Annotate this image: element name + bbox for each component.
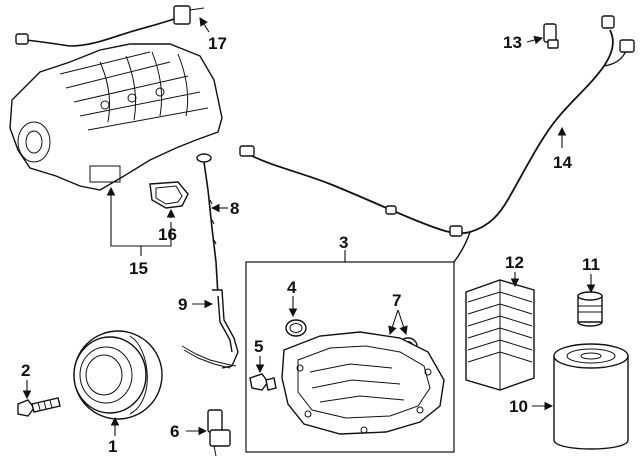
wiring-harness <box>239 15 635 263</box>
callout-13: 13 <box>503 33 522 52</box>
crankshaft-pulley <box>73 330 163 420</box>
callout-8: 8 <box>230 199 239 218</box>
callout-7: 7 <box>392 291 401 310</box>
oil-level-sensor <box>207 409 231 457</box>
callout-17: 17 <box>208 34 227 53</box>
callout-3: 3 <box>339 233 348 252</box>
callout-9: 9 <box>178 295 187 314</box>
callout-15: 15 <box>129 259 148 278</box>
oil-filter <box>553 343 629 450</box>
callout-10: 10 <box>509 397 528 416</box>
callout-4: 4 <box>287 278 297 297</box>
callout-14: 14 <box>553 153 572 172</box>
seal-ring <box>285 319 307 337</box>
oil-pan <box>281 331 445 435</box>
connector <box>543 23 559 49</box>
callout-5: 5 <box>254 337 263 356</box>
dipstick-tube <box>181 289 239 369</box>
oil-dipstick <box>196 153 219 297</box>
callout-16: 16 <box>158 225 177 244</box>
intake-manifold <box>9 43 223 191</box>
callout-12: 12 <box>505 253 524 272</box>
drain-plug <box>249 373 277 391</box>
oil-cooler <box>465 279 535 391</box>
wiring-harness-upper <box>15 5 205 47</box>
filter-adapter <box>577 291 603 327</box>
callout-11: 11 <box>582 255 600 274</box>
callout-1: 1 <box>108 437 117 456</box>
pulley-bolt <box>17 397 61 417</box>
callout-6: 6 <box>170 422 179 441</box>
leader-lines <box>22 17 596 436</box>
oil-pan-group-box <box>245 261 455 453</box>
callout-2: 2 <box>21 361 30 380</box>
